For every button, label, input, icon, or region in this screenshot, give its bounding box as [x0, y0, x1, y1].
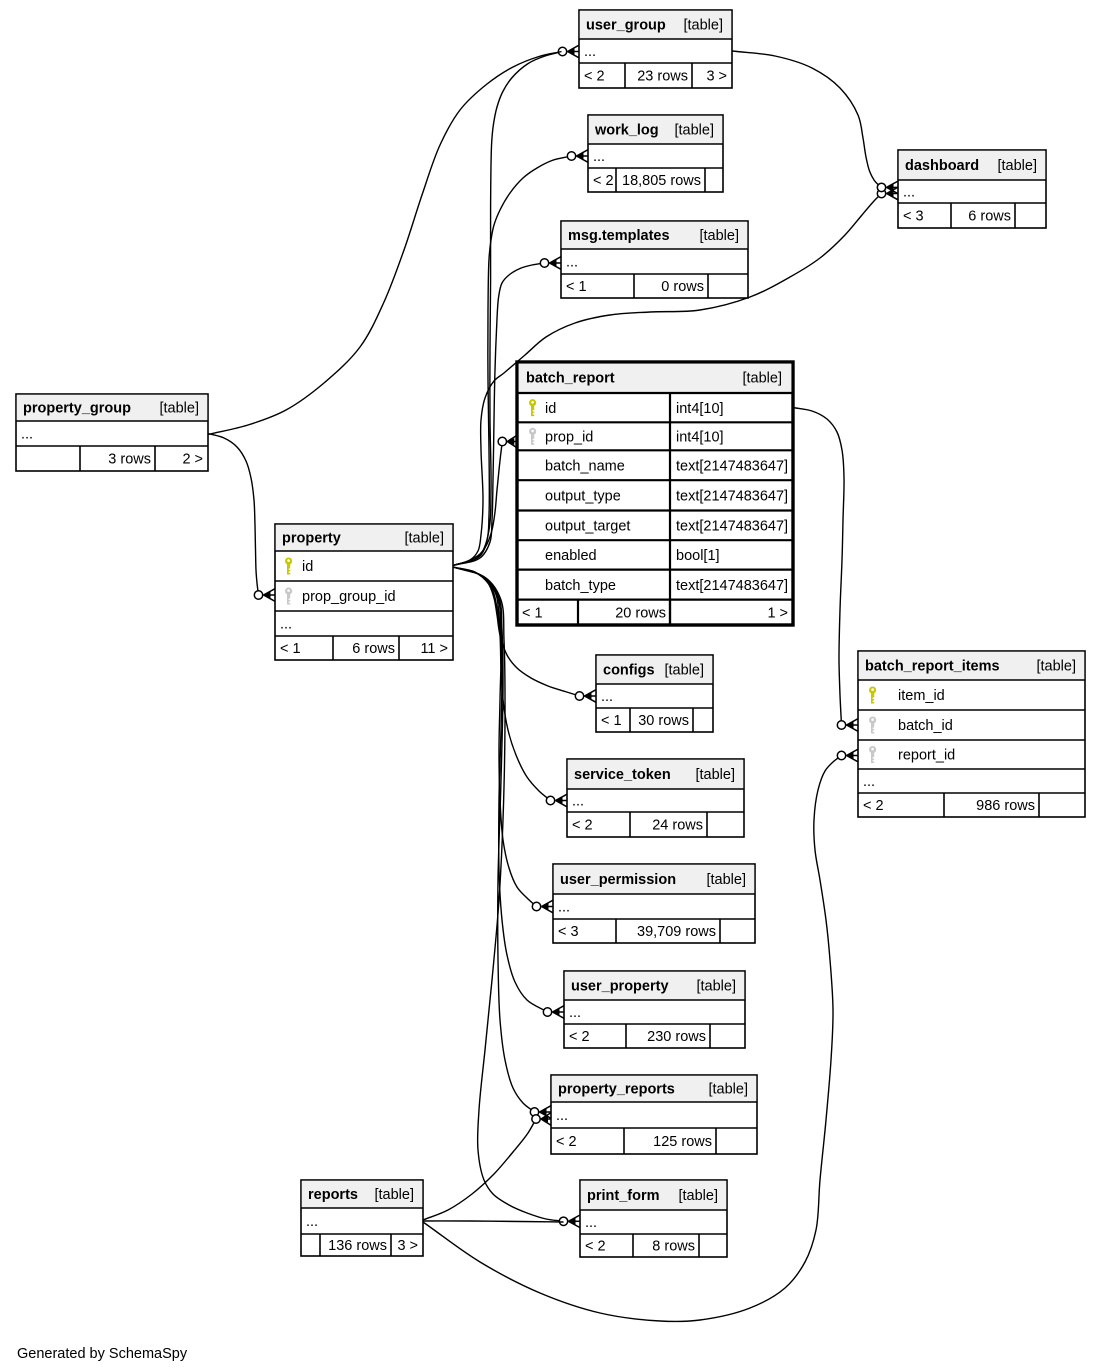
svg-text:batch_type: batch_type [545, 578, 616, 594]
svg-text:8 rows: 8 rows [652, 1239, 695, 1255]
svg-text:[table]: [table] [743, 371, 783, 387]
svg-text:[table]: [table] [709, 1082, 749, 1098]
svg-text:< 3: < 3 [558, 924, 579, 940]
svg-text:...: ... [558, 900, 570, 916]
svg-text:text[2147483647]: text[2147483647] [676, 489, 788, 505]
svg-text:0 rows: 0 rows [661, 279, 704, 295]
svg-text:23 rows: 23 rows [637, 69, 688, 85]
svg-text:1 >: 1 > [767, 606, 788, 622]
svg-text:[table]: [table] [684, 18, 724, 34]
svg-text:11 >: 11 > [420, 641, 448, 657]
svg-text:user_permission: user_permission [560, 872, 676, 888]
svg-text:30 rows: 30 rows [638, 713, 689, 729]
svg-text:< 2: < 2 [863, 798, 884, 814]
svg-text:batch_report: batch_report [526, 371, 615, 387]
svg-text:[table]: [table] [697, 979, 737, 995]
svg-text:[table]: [table] [160, 401, 200, 417]
svg-text:...: ... [863, 774, 875, 790]
svg-text:24 rows: 24 rows [652, 818, 703, 834]
svg-text:[table]: [table] [405, 531, 445, 547]
svg-text:int4[10]: int4[10] [676, 401, 724, 417]
svg-text:report_id: report_id [898, 748, 955, 764]
svg-text:3 >: 3 > [706, 69, 727, 85]
svg-text:property: property [282, 531, 341, 547]
svg-text:[table]: [table] [696, 767, 736, 783]
svg-text:int4[10]: int4[10] [676, 430, 724, 446]
svg-text:batch_id: batch_id [898, 718, 953, 734]
svg-text:output_target: output_target [545, 519, 630, 535]
svg-text:20 rows: 20 rows [615, 606, 666, 622]
svg-text:< 2: < 2 [569, 1029, 590, 1045]
svg-text:...: ... [584, 44, 596, 60]
svg-text:[table]: [table] [665, 663, 705, 679]
svg-text:...: ... [601, 689, 613, 705]
svg-text:bool[1]: bool[1] [676, 548, 720, 564]
svg-text:id: id [302, 559, 313, 575]
svg-text:136 rows: 136 rows [328, 1238, 387, 1254]
svg-text:text[2147483647]: text[2147483647] [676, 519, 788, 535]
svg-text:...: ... [593, 149, 605, 165]
svg-text:user_group: user_group [586, 18, 666, 34]
svg-text:enabled: enabled [545, 548, 597, 564]
svg-text:< 2: < 2 [585, 1239, 606, 1255]
svg-text:output_type: output_type [545, 489, 621, 505]
svg-text:[table]: [table] [675, 123, 715, 139]
svg-text:[table]: [table] [707, 872, 747, 888]
svg-text:< 3: < 3 [903, 209, 924, 225]
svg-text:3 >: 3 > [397, 1238, 418, 1254]
svg-text:user_property: user_property [571, 979, 669, 995]
svg-text:...: ... [903, 185, 915, 201]
svg-text:6 rows: 6 rows [352, 641, 395, 657]
svg-text:batch_name: batch_name [545, 458, 625, 474]
svg-text:property_reports: property_reports [558, 1082, 675, 1098]
svg-text:[table]: [table] [375, 1187, 415, 1203]
svg-text:id: id [545, 401, 556, 417]
svg-text:reports: reports [308, 1187, 358, 1203]
svg-text:...: ... [306, 1214, 318, 1230]
svg-text:6 rows: 6 rows [968, 209, 1011, 225]
svg-text:< 1: < 1 [601, 713, 622, 729]
svg-text:...: ... [569, 1005, 581, 1021]
svg-text:< 2: < 2 [572, 818, 593, 834]
svg-text:msg.templates: msg.templates [568, 228, 670, 244]
svg-text:...: ... [556, 1108, 568, 1124]
svg-text:[table]: [table] [679, 1188, 719, 1204]
svg-text:dashboard: dashboard [905, 158, 979, 174]
svg-text:39,709 rows: 39,709 rows [637, 924, 716, 940]
svg-text:...: ... [21, 427, 33, 443]
svg-text:text[2147483647]: text[2147483647] [676, 458, 788, 474]
svg-text:< 2: < 2 [556, 1134, 577, 1150]
svg-text:Generated by SchemaSpy: Generated by SchemaSpy [17, 1346, 188, 1362]
svg-text:...: ... [585, 1215, 597, 1231]
svg-text:item_id: item_id [898, 688, 945, 704]
svg-text:< 1: < 1 [280, 641, 301, 657]
svg-text:< 2: < 2 [584, 69, 605, 85]
svg-text:prop_group_id: prop_group_id [302, 589, 396, 605]
svg-text:230 rows: 230 rows [647, 1029, 706, 1045]
svg-text:< 1: < 1 [566, 279, 587, 295]
svg-text:property_group: property_group [23, 401, 131, 417]
svg-text:[table]: [table] [1037, 659, 1077, 675]
svg-text:986 rows: 986 rows [976, 798, 1035, 814]
svg-text:service_token: service_token [574, 767, 671, 783]
svg-text:...: ... [280, 617, 292, 633]
svg-text:configs: configs [603, 663, 655, 679]
svg-text:[table]: [table] [998, 158, 1038, 174]
svg-text:prop_id: prop_id [545, 430, 593, 446]
svg-text:batch_report_items: batch_report_items [865, 659, 1000, 675]
svg-text:[table]: [table] [700, 228, 740, 244]
svg-text:...: ... [566, 255, 578, 271]
svg-text:< 1: < 1 [522, 606, 543, 622]
svg-text:text[2147483647]: text[2147483647] [676, 578, 788, 594]
svg-text:< 2: < 2 [593, 173, 614, 189]
svg-text:125 rows: 125 rows [653, 1134, 712, 1150]
svg-text:print_form: print_form [587, 1188, 660, 1204]
svg-text:3 rows: 3 rows [108, 452, 151, 468]
svg-text:...: ... [572, 794, 584, 810]
svg-text:2 >: 2 > [182, 452, 203, 468]
svg-text:work_log: work_log [594, 123, 659, 139]
svg-text:18,805 rows: 18,805 rows [622, 173, 701, 189]
